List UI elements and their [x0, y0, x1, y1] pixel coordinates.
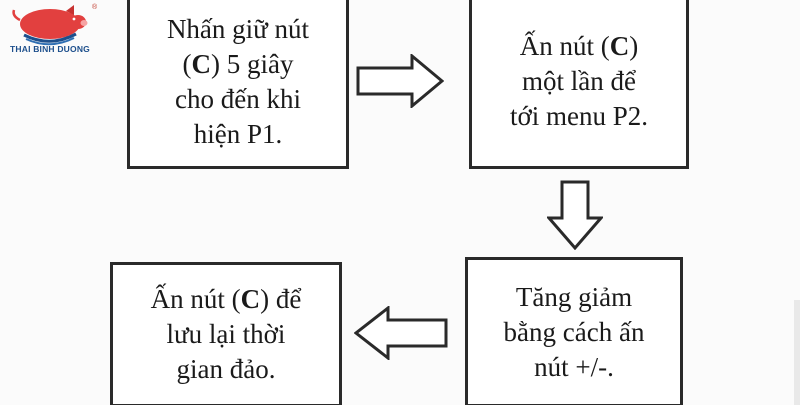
arrow-down-icon	[547, 180, 603, 250]
step-line: hiện P1.	[167, 117, 309, 152]
step-line-text: Tăng giảm	[515, 281, 633, 312]
step-line: gian đảo.	[151, 352, 302, 387]
step-line: một lần để	[510, 64, 648, 99]
step-line-text: Ấn nút (	[519, 31, 610, 61]
step-line-text: hiện P1.	[193, 118, 283, 149]
step-line-text: lưu lại thời	[166, 319, 286, 349]
step-box-3: Tăng giảm bằng cách ấn nút +/-.	[465, 257, 683, 405]
step-line: tới menu P2.	[510, 99, 648, 134]
step-line: Nhấn giữ nút	[167, 12, 309, 47]
brand-logo: ® THAI BINH DUONG	[4, 2, 100, 58]
arrow-right-icon	[356, 54, 444, 108]
button-key-label: C	[240, 284, 261, 314]
step-line-text: gian đảo.	[176, 354, 276, 384]
button-key-label: C	[191, 48, 212, 79]
step-line-text: Ấn nút (	[150, 284, 241, 314]
button-key-label: C	[609, 31, 630, 61]
step-line: Ấn nút (C) để	[151, 282, 302, 317]
step-line-text: (	[182, 48, 192, 79]
step-line-text: ) để	[260, 284, 302, 314]
step-line: lưu lại thời	[151, 317, 302, 352]
step-line-text: một lần để	[522, 66, 636, 96]
step-line-text: cho đến khi	[175, 83, 301, 114]
step-line-text: )	[629, 31, 639, 61]
step-line: bằng cách ấn	[504, 315, 645, 350]
step-line-text: ) 5 giây	[211, 48, 294, 79]
step-line-text: tới menu P2.	[509, 101, 649, 131]
step-line: nút +/-.	[504, 350, 645, 385]
step-text-3: Tăng giảm bằng cách ấn nút +/-.	[504, 280, 645, 385]
image-edge	[794, 300, 800, 405]
step-line: (C) 5 giây	[167, 47, 309, 82]
brand-name: THAI BINH DUONG	[10, 44, 90, 54]
step-line-text: nút +/-.	[534, 351, 614, 382]
arrow-left-icon	[354, 306, 448, 360]
step-line: Tăng giảm	[504, 280, 645, 315]
step-line-text: Nhấn giữ nút	[166, 13, 310, 44]
step-line: Ấn nút (C)	[510, 29, 648, 64]
step-line: cho đến khi	[167, 82, 309, 117]
pig-logo-icon	[12, 5, 88, 46]
registered-mark: ®	[92, 4, 98, 11]
step-line-text: bằng cách ấn	[503, 316, 645, 347]
